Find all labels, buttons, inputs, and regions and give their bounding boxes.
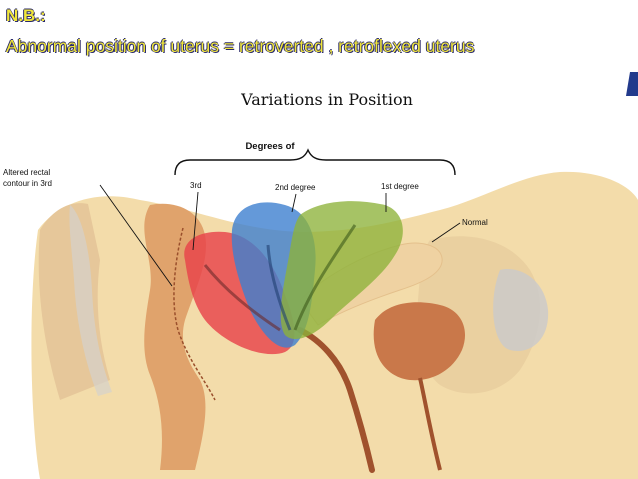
slide-title: N.B.: <box>6 6 46 25</box>
label-second-degree: 2nd degree <box>275 183 316 192</box>
leader-rectal <box>99 184 173 287</box>
label-first-degree: 1st degree <box>381 182 419 191</box>
uterus-first-degree <box>280 201 403 340</box>
vagina <box>297 327 375 473</box>
leader-normal <box>431 222 461 243</box>
rectal-contour <box>173 227 216 401</box>
cavity-third <box>203 264 281 332</box>
leader-second <box>291 193 297 213</box>
cavity-second <box>266 244 292 331</box>
bracket-label: Degrees of <box>245 141 295 152</box>
spine-shadow <box>69 205 112 396</box>
degrees-bracket <box>174 148 456 176</box>
leader-third <box>192 191 199 251</box>
bone-shadow <box>493 269 549 351</box>
cavity-first <box>293 224 357 331</box>
label-normal: Normal <box>462 218 488 227</box>
label-rectal-line2: contour in 3rd <box>3 179 52 188</box>
corner-decoration <box>626 72 638 96</box>
bladder <box>373 302 466 381</box>
slide-subtitle: Abnormal position of uterus = retroverte… <box>6 36 475 56</box>
label-rectal-line1: Altered rectal <box>3 168 50 177</box>
figure-title: Variations in Position <box>240 90 413 109</box>
urethra <box>418 377 442 471</box>
label-third-degree: 3rd <box>190 181 202 190</box>
